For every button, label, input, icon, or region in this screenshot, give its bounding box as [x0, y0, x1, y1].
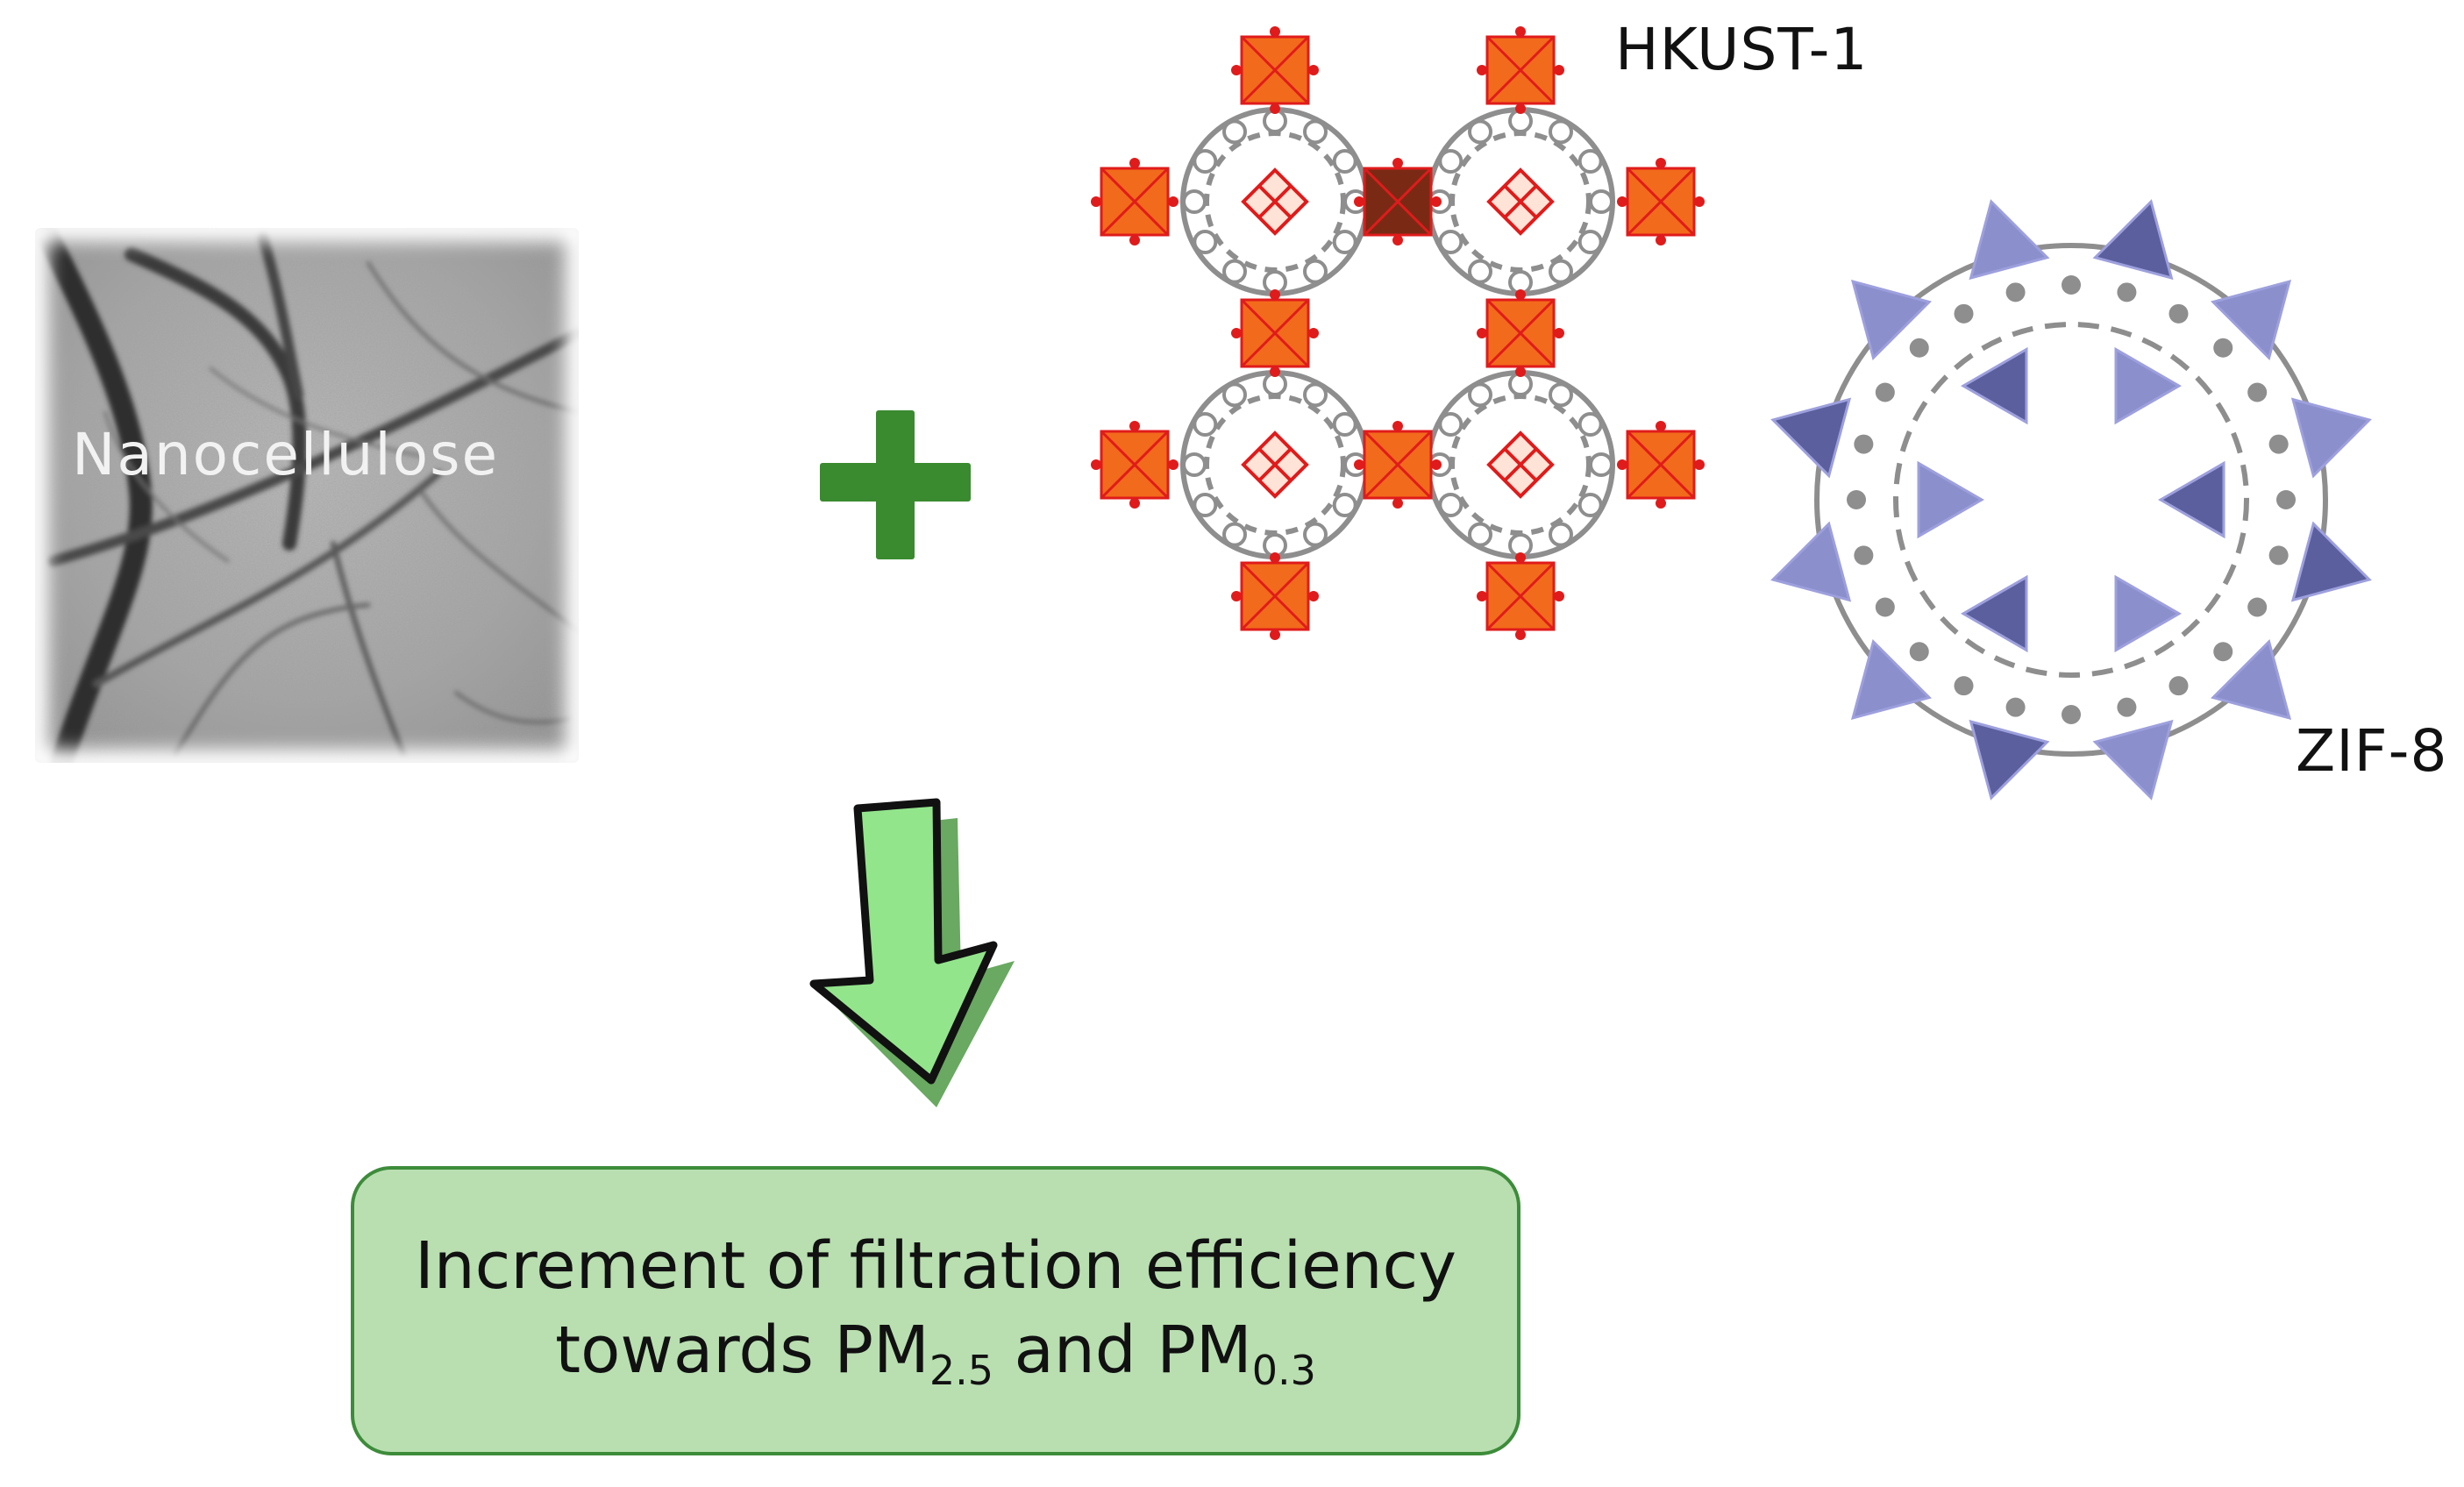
zif-linkers: [1814, 243, 2328, 757]
zif-tetrahedron: [2114, 574, 2182, 653]
hkust-node: [1231, 26, 1319, 114]
hkust-node: [1091, 158, 1179, 245]
hkust-pore-cage: [1241, 167, 1309, 236]
zif-tetrahedron: [2211, 279, 2292, 360]
hkust-node: [1354, 158, 1442, 245]
zif-tetrahedron: [2211, 639, 2292, 721]
hkust-1-structure: [1091, 26, 1705, 640]
hkust-node: [1091, 421, 1179, 509]
result-prefix: towards PM: [555, 1313, 929, 1389]
zif-8-structure: [1770, 199, 2372, 800]
hkust-node: [1231, 552, 1319, 640]
hkust-node: [1477, 26, 1564, 114]
hkust-node: [1354, 421, 1442, 509]
zif-tetrahedron: [1850, 639, 1932, 721]
hkust-node: [1477, 552, 1564, 640]
zif-tetrahedron: [1770, 521, 1852, 602]
hkust-pore-cage: [1486, 430, 1555, 499]
zif-tetrahedron: [2290, 521, 2372, 602]
zif-label: ZIF-8: [2296, 717, 2448, 785]
hkust-pore-cage: [1486, 167, 1555, 236]
result-joiner: and PM: [993, 1313, 1252, 1389]
zif-tetrahedron: [2290, 397, 2372, 479]
hkust-label: HKUST-1: [1615, 16, 1869, 83]
zif-tetrahedron: [2158, 460, 2225, 539]
zif-tetrahedron: [1770, 397, 1852, 479]
zif-tetrahedron: [1969, 719, 2050, 800]
result-box: Increment of filtration efficiency towar…: [351, 1166, 1520, 1455]
zif-tetrahedron: [1850, 279, 1932, 360]
hkust-node: [1231, 289, 1319, 377]
zif-tetrahedron: [1961, 346, 2028, 425]
result-line-2: towards PM2.5 and PM0.3: [555, 1308, 1316, 1398]
hkust-pore-cage: [1241, 430, 1309, 499]
zif-tetrahedron: [1969, 199, 2050, 281]
zif-tetrahedron: [1917, 460, 1984, 539]
zif-tetrahedron: [2114, 346, 2182, 425]
result-line-1: Increment of filtration efficiency: [414, 1228, 1457, 1304]
hkust-node: [1617, 158, 1705, 245]
down-arrow-icon: [809, 798, 1015, 1107]
zif-tetrahedron: [2092, 199, 2174, 281]
hkust-node: [1617, 421, 1705, 509]
hkust-node: [1477, 289, 1564, 377]
zif-tetrahedron: [2092, 719, 2174, 800]
nanocellulose-label: Nanocellulose: [72, 421, 500, 488]
pm03-subscript: 0.3: [1251, 1347, 1316, 1395]
plus-icon: [820, 410, 971, 559]
nanocellulose-micrograph: [22, 215, 592, 776]
pm25-subscript: 2.5: [929, 1347, 994, 1395]
zif-tetrahedron: [1961, 574, 2028, 653]
